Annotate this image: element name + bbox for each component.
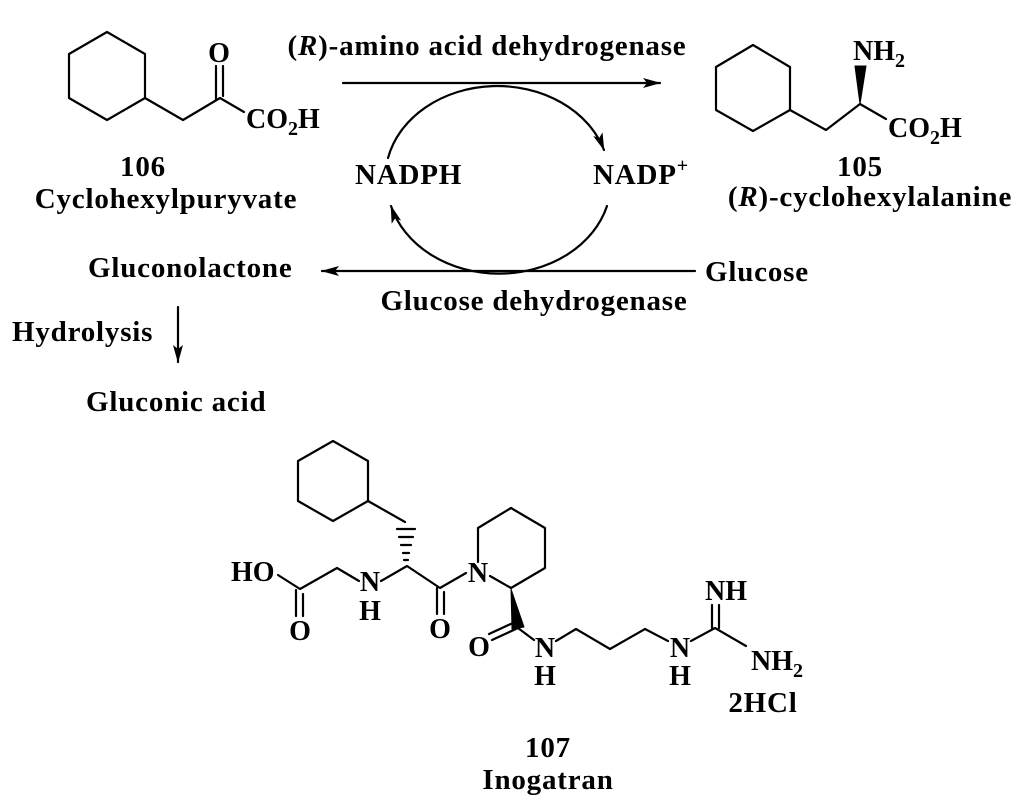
side-chain-bonds bbox=[143, 96, 246, 122]
enzyme-paren-open: ( bbox=[288, 30, 298, 62]
side-chain-bonds bbox=[788, 102, 888, 132]
hydroxyl-label: HO bbox=[231, 557, 275, 588]
compound-number-106: 106 bbox=[120, 151, 166, 183]
glucose-dehydrogenase-label: Glucose dehydrogenase bbox=[380, 285, 687, 317]
gluconic-acid-label: Gluconic acid bbox=[86, 386, 266, 418]
compound-name-107: Inogatran bbox=[482, 764, 613, 796]
cyclohexyl-ring bbox=[714, 43, 792, 133]
amide2-cn-bond bbox=[516, 626, 536, 642]
amine-nitrogen-label: N bbox=[360, 567, 380, 598]
guanidine-nitrogen-label: N bbox=[670, 633, 690, 664]
amide2-double-bond-a bbox=[490, 626, 520, 642]
compound-107-inogatran: HO O N H O N O N H N H NH NH2 2HCl 107 I… bbox=[231, 439, 803, 796]
compound-106: O CO2H 106 Cyclohexylpuryvate bbox=[35, 30, 320, 215]
name-stereo-descriptor: R bbox=[737, 181, 758, 213]
acid-co-text: CO bbox=[888, 113, 930, 144]
amide1-oxygen-label: O bbox=[429, 614, 451, 645]
acid-h-text: H bbox=[940, 113, 962, 144]
name-rest: )-cyclohexylalanine bbox=[759, 181, 1013, 213]
alpha-carbon-chain-bonds bbox=[379, 564, 468, 590]
carboxylic-acid-label: CO2H bbox=[246, 104, 320, 140]
top-enzyme-label: (R)-amino acid dehydrogenase bbox=[288, 30, 687, 62]
acid-h-text: H bbox=[298, 104, 320, 135]
glycine-chain-bonds bbox=[276, 566, 361, 591]
amide2-hydrogen-label: H bbox=[534, 661, 556, 692]
imine-label: NH bbox=[705, 576, 747, 607]
nadph-label: NADPH bbox=[355, 159, 462, 191]
amine-nh-text: NH bbox=[751, 646, 793, 677]
nadp-charge: + bbox=[677, 155, 689, 177]
enzyme-name-rest: )-amino acid dehydrogenase bbox=[318, 30, 686, 62]
acid-oxygen-label: O bbox=[289, 616, 311, 647]
stereo-wedge-bond bbox=[854, 65, 867, 105]
hydrolysis-label: Hydrolysis bbox=[12, 316, 153, 348]
cycle-arc-top bbox=[386, 84, 606, 160]
piperidine-ring bbox=[476, 506, 547, 590]
acid-subscript: 2 bbox=[288, 118, 298, 140]
carboxylic-acid-label: CO2H bbox=[888, 113, 962, 149]
amide2-double-bond-b bbox=[487, 620, 517, 636]
salt-label: 2HCl bbox=[728, 687, 797, 719]
cofactor-cycle: NADPH NADP+ bbox=[355, 84, 689, 275]
guanidine-bonds bbox=[689, 626, 748, 648]
compound-name-106: Cyclohexylpuryvate bbox=[35, 183, 298, 215]
guanidine-hydrogen-label: H bbox=[669, 661, 691, 692]
acid-co-text: CO bbox=[246, 104, 288, 135]
amine-subscript: 2 bbox=[895, 50, 905, 72]
name-paren-open: ( bbox=[728, 181, 738, 213]
glucose-label: Glucose bbox=[705, 256, 809, 288]
acid-subscript: 2 bbox=[930, 127, 940, 149]
amine-hydrogen-label: H bbox=[359, 596, 381, 627]
hashed-wedge-bond bbox=[395, 527, 417, 562]
ketone-oxygen-label: O bbox=[208, 38, 230, 69]
glucose-recycling: Gluconolactone Glucose Glucose dehydroge… bbox=[12, 252, 809, 418]
piperidine-nitrogen-label: N bbox=[468, 558, 488, 589]
amide2-oxygen-label: O bbox=[468, 632, 490, 663]
amine-label: NH2 bbox=[853, 36, 905, 72]
compound-number-105: 105 bbox=[837, 151, 883, 183]
cyclohexyl-ring bbox=[296, 439, 370, 523]
enzyme-stereo-descriptor: R bbox=[297, 30, 318, 62]
nadp-base-text: NADP bbox=[593, 159, 677, 191]
compound-number-107: 107 bbox=[525, 732, 571, 764]
amine-nh-text: NH bbox=[853, 36, 895, 67]
cyclohexyl-ring bbox=[67, 30, 147, 122]
compound-name-105: (R)-cyclohexylalanine bbox=[728, 181, 1012, 213]
nadp-label: NADP+ bbox=[593, 155, 689, 191]
amide2-nitrogen-label: N bbox=[535, 633, 555, 664]
cycle-arc-bottom bbox=[389, 204, 609, 275]
amination-step: (R)-amino acid dehydrogenase bbox=[288, 30, 687, 88]
guanidine-amine-label: NH2 bbox=[751, 646, 803, 682]
gluconolactone-label: Gluconolactone bbox=[88, 252, 293, 284]
propyl-linker-bonds bbox=[554, 627, 670, 651]
ring-to-methylene-bond bbox=[366, 499, 407, 524]
amine-subscript: 2 bbox=[793, 660, 803, 682]
compound-105: NH2 CO2H 105 (R)-cyclohexylalanine bbox=[714, 36, 1012, 213]
